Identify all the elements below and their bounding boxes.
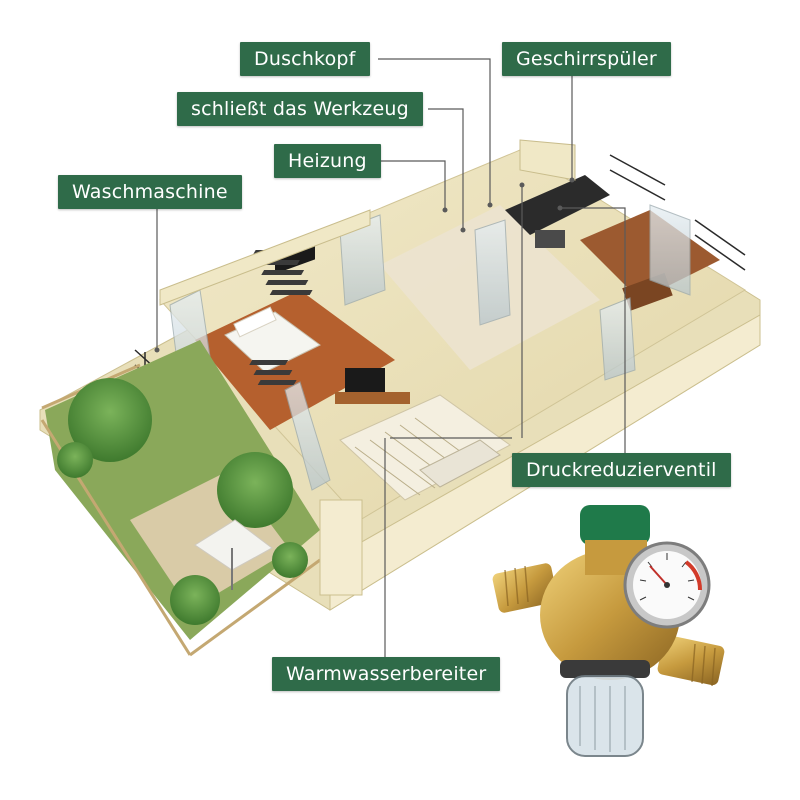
garden-column [319, 499, 363, 596]
leader-heizung [374, 160, 446, 210]
tree [68, 378, 152, 462]
label-waschmaschine: Waschmaschine [58, 175, 242, 209]
pressure-valve-illustration [492, 505, 725, 757]
leader-werkzeug [428, 108, 464, 230]
label-druckreduzierventil: Druckreduzierventil [512, 453, 731, 487]
leader-druck [560, 207, 626, 453]
valve-outlet-thread [657, 635, 725, 686]
tv-stand [335, 392, 410, 404]
valve-cap-green [580, 505, 650, 545]
gauge-red-zone [684, 560, 703, 591]
back-wall-right [519, 139, 576, 181]
garden [40, 340, 363, 657]
outlet-thread-lines [691, 643, 716, 687]
kitchen-appliance [535, 230, 565, 248]
pillows [233, 306, 277, 338]
label-duschkopf: Duschkopf [240, 42, 370, 76]
label-werkzeug: schließt das Werkzeug [177, 92, 423, 126]
leader-dots [154, 177, 575, 353]
leader-lines [156, 58, 626, 657]
label-geschirrspueler: Geschirrspüler [502, 42, 671, 76]
bush [170, 575, 220, 625]
living-rug [339, 394, 511, 501]
label-heizung: Heizung [274, 144, 381, 178]
back-wall-left [159, 209, 371, 306]
tv-living [345, 368, 385, 392]
garden-umbrella [194, 519, 273, 571]
filter-bowl-ribs [579, 686, 626, 752]
gauge-hub [664, 582, 670, 588]
leader-duschkopf [378, 58, 491, 205]
bush [57, 442, 93, 478]
gauge-ticks [639, 553, 695, 601]
valve-inlet-thread [492, 563, 558, 613]
filter-bowl-ring [560, 660, 650, 678]
bush [217, 452, 293, 528]
gauge-needle [649, 565, 668, 586]
balcony-railing-right [609, 154, 746, 271]
inlet-thread-lines [504, 565, 529, 607]
staircase-lower [249, 360, 297, 385]
label-warmwasserbereiter: Warmwasserbereiter [272, 657, 501, 691]
sofa [419, 439, 501, 488]
filter-bowl [566, 675, 644, 757]
kitchen-counter [505, 175, 610, 235]
bush [272, 542, 308, 578]
